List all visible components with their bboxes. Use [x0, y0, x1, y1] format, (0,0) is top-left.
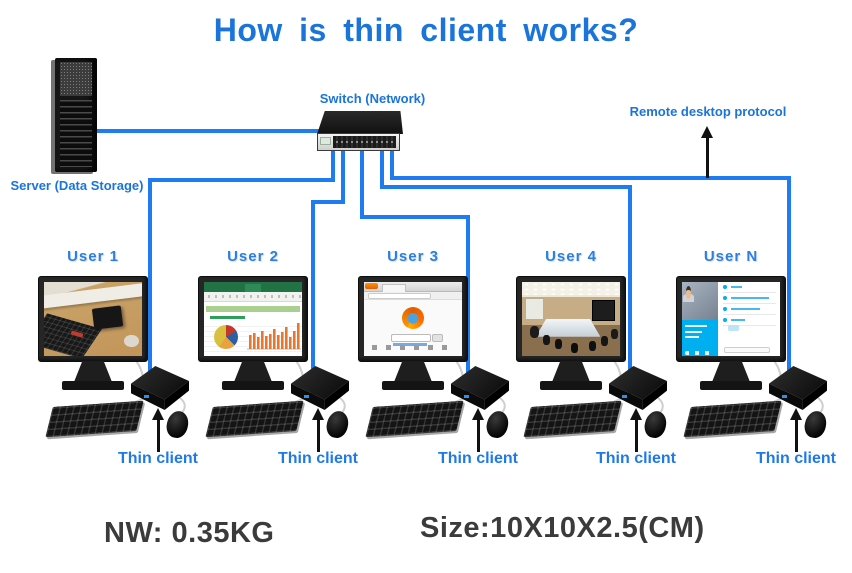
protocol-label: Remote desktop protocol	[629, 104, 787, 119]
switch-label: Switch (Network)	[319, 91, 426, 106]
thin-client-label: Thin client	[596, 450, 676, 467]
screen-spreadsheet	[204, 282, 302, 356]
contact-info-panel	[682, 320, 719, 356]
monitor-stand	[552, 361, 590, 382]
search-box	[391, 333, 431, 342]
call-buttons	[684, 350, 714, 355]
monitor-stand	[712, 361, 750, 382]
firefox-logo	[402, 307, 424, 330]
user-station-1: User 1 Thin client	[18, 248, 198, 480]
switch-id-patch	[320, 136, 331, 145]
monitor-stand	[234, 361, 272, 382]
up-arrow-icon	[788, 408, 804, 452]
user-station-2: User 2	[178, 248, 358, 480]
monitor	[198, 276, 308, 362]
message-input	[724, 347, 770, 354]
screen-meeting-room	[522, 282, 620, 356]
usb-port	[781, 395, 787, 399]
server-label: Server (Data Storage)	[10, 178, 144, 193]
network-switch	[317, 111, 403, 151]
monitor-base	[222, 381, 284, 390]
monitor	[38, 276, 148, 362]
usb-port	[621, 395, 627, 399]
screen-firefox-browser	[364, 282, 462, 356]
switch-top-face	[317, 111, 403, 135]
chat-messages	[718, 282, 780, 356]
server-tower	[55, 58, 97, 172]
page-title: How is thin client works?	[213, 12, 639, 48]
up-arrow-icon	[628, 408, 644, 452]
thin-client-label: Thin client	[756, 450, 836, 467]
user-label: User 2	[227, 248, 279, 265]
thin-client-label: Thin client	[278, 450, 358, 467]
thin-client-label: Thin client	[118, 450, 198, 467]
server-grille	[60, 62, 92, 96]
thin-client-box	[291, 366, 349, 410]
pie-chart	[213, 324, 238, 349]
firefox-menu-button	[365, 283, 378, 289]
monitor-base	[700, 381, 762, 390]
usb-port	[463, 395, 469, 399]
monitor-base	[382, 381, 444, 390]
thin-client-box	[769, 366, 827, 410]
usb-port	[303, 395, 309, 399]
monitor-base	[62, 381, 124, 390]
switch-ports	[333, 135, 396, 148]
monitor	[676, 276, 786, 362]
user-label: User 1	[67, 248, 119, 265]
monitor-stand	[394, 361, 432, 382]
webcam-photo	[682, 282, 719, 321]
thin-client-label: Thin client	[438, 450, 518, 467]
up-arrow-icon	[699, 126, 715, 178]
monitor	[516, 276, 626, 362]
up-arrow-icon	[470, 408, 486, 452]
thin-client-box	[451, 366, 509, 410]
up-arrow-icon	[150, 408, 166, 452]
usb-port	[143, 395, 149, 399]
user-label: User 4	[545, 248, 597, 265]
monitor-base	[540, 381, 602, 390]
user-station-n: User N	[656, 248, 836, 480]
user-station-3: User 3 Thin client	[338, 248, 518, 480]
monitor	[358, 276, 468, 362]
monitor-stand	[74, 361, 112, 382]
size-text: Size:10X10X2.5(CM)	[420, 512, 705, 544]
screen-video-chat	[682, 282, 780, 356]
screen-desk-photo	[44, 282, 142, 356]
net-weight-text: NW: 0.35KG	[104, 517, 275, 549]
user-label: User N	[703, 248, 759, 265]
switch-front-panel	[317, 132, 400, 151]
user-station-4: User 4 Thin client	[496, 248, 676, 480]
up-arrow-icon	[310, 408, 326, 452]
bar-chart	[247, 322, 302, 350]
user-label: User 3	[387, 248, 439, 265]
server-drive-bays	[60, 100, 92, 167]
